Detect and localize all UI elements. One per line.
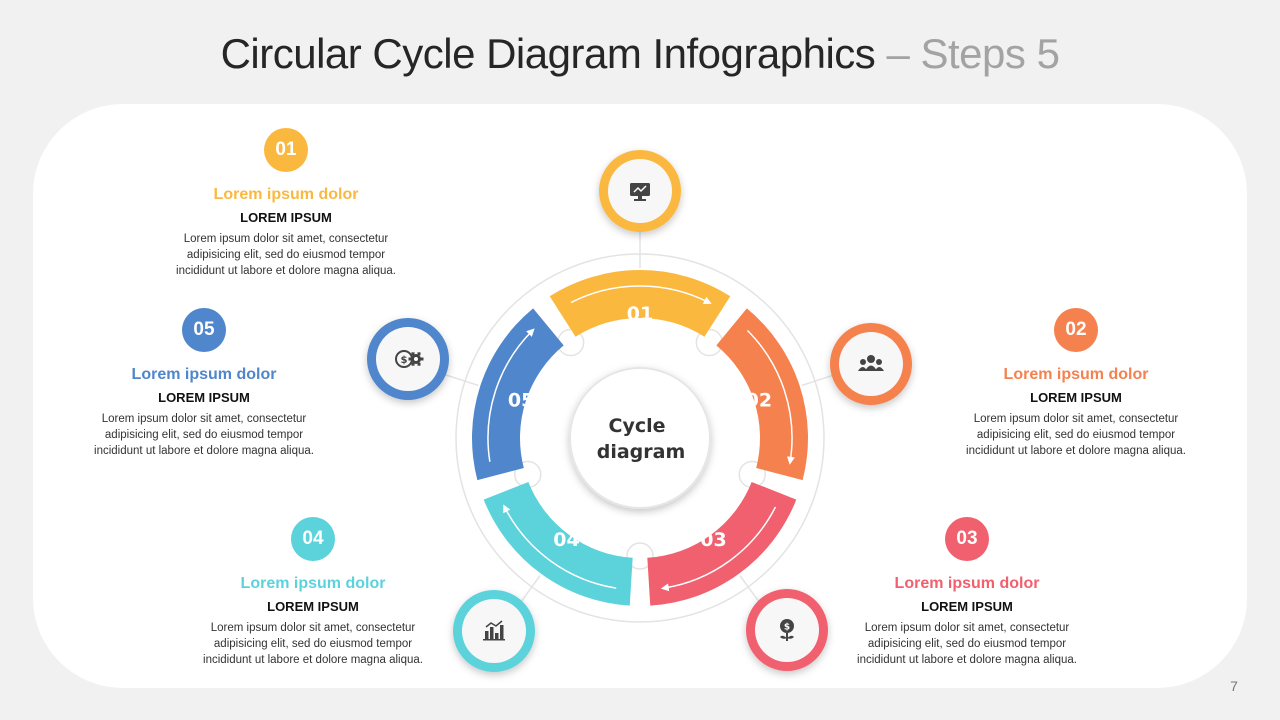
segment-3: 03 — [647, 481, 797, 606]
segment-1: 01 — [549, 270, 731, 337]
step-4-text-line: adipisicing elit, sed do eiusmod tempor — [213, 638, 413, 650]
segment-2-arrow — [746, 329, 795, 465]
title-main: Circular Cycle Diagram Infographics — [220, 30, 876, 77]
step-4-text-line: Lorem ipsum dolor sit amet, consectetur — [210, 622, 416, 634]
step-2-text-line: incididunt ut labore et dolore magna ali… — [966, 445, 1186, 457]
step-4-subheading: LOREM IPSUM — [267, 599, 359, 614]
segment-4: 04 — [483, 481, 633, 606]
step-1-badge: 01 — [264, 128, 308, 172]
segment-1-arrow — [570, 285, 712, 304]
money-plant-icon: $ — [746, 589, 828, 671]
step-5-subheading: LOREM IPSUM — [158, 390, 250, 405]
step-5-description: Lorem ipsum dolor sit amet, consectetur … — [64, 411, 344, 459]
step-5-heading: Lorem ipsum dolor — [131, 366, 277, 383]
segment-4-arrow — [503, 504, 617, 589]
center-label-line2: diagram — [597, 441, 686, 463]
title-subtitle: Steps 5 — [920, 30, 1060, 77]
segment-5-shape — [472, 308, 564, 481]
step-3-heading: Lorem ipsum dolor — [894, 575, 1040, 592]
title-dash: – — [875, 30, 921, 77]
step-5-text-line: adipisicing elit, sed do eiusmod tempor — [104, 429, 304, 441]
step-4-text-line: incididunt ut labore et dolore magna ali… — [203, 654, 423, 666]
segment-3-arrow — [660, 506, 777, 592]
step-2-badge: 02 — [1054, 308, 1098, 352]
step-3-description: Lorem ipsum dolor sit amet, consectetur … — [827, 620, 1107, 668]
step-3-text-line: incididunt ut labore et dolore magna ali… — [857, 654, 1077, 666]
step-1-subheading: LOREM IPSUM — [240, 210, 332, 225]
step-1-block: 01 Lorem ipsum dolor LOREM IPSUM Lorem i… — [146, 128, 426, 279]
step-3-text-line: adipisicing elit, sed do eiusmod tempor — [867, 638, 1067, 650]
segment-5-number: 05 — [508, 389, 534, 411]
step-5-text-line: incididunt ut labore et dolore magna ali… — [94, 445, 314, 457]
svg-text:$: $ — [784, 623, 790, 633]
segment-5: 05 — [472, 308, 564, 481]
segment-5-arrow — [487, 328, 535, 462]
center-label-line1: Cycle — [609, 415, 666, 437]
segment-1-number: 01 — [627, 303, 653, 325]
step-3-subheading: LOREM IPSUM — [921, 599, 1013, 614]
step-2-description: Lorem ipsum dolor sit amet, consectetur … — [936, 411, 1216, 459]
segment-4-number: 04 — [553, 529, 579, 551]
step-2-text-line: adipisicing elit, sed do eiusmod tempor — [976, 429, 1176, 441]
step-2-block: 02 Lorem ipsum dolor LOREM IPSUM Lorem i… — [936, 308, 1216, 459]
step-5-badge: 05 — [182, 308, 226, 352]
step-4-badge: 04 — [291, 517, 335, 561]
step-2-heading: Lorem ipsum dolor — [1003, 366, 1149, 383]
bar-chart-icon — [453, 590, 535, 672]
slide-title: Circular Cycle Diagram Infographics – St… — [0, 30, 1280, 78]
step-4-description: Lorem ipsum dolor sit amet, consectetur … — [173, 620, 453, 668]
step-5-block: 05 Lorem ipsum dolor LOREM IPSUM Lorem i… — [64, 308, 344, 459]
step-1-text-line: incididunt ut labore et dolore magna ali… — [176, 265, 396, 277]
segment-3-shape — [647, 481, 797, 606]
step-1-text-line: adipisicing elit, sed do eiusmod tempor — [186, 249, 386, 261]
step-4-heading: Lorem ipsum dolor — [240, 575, 386, 592]
page-number: 7 — [1230, 678, 1238, 694]
step-4-block: 04 Lorem ipsum dolor LOREM IPSUM Lorem i… — [173, 517, 453, 668]
segment-1-shape — [549, 270, 731, 337]
segment-4-shape — [483, 481, 633, 606]
step-2-subheading: LOREM IPSUM — [1030, 390, 1122, 405]
step-1-text-line: Lorem ipsum dolor sit amet, consectetur — [183, 233, 389, 245]
team-icon — [830, 323, 912, 405]
segment-2-number: 02 — [746, 389, 772, 411]
center-circle — [569, 367, 711, 509]
step-3-block: 03 Lorem ipsum dolor LOREM IPSUM Lorem i… — [827, 517, 1107, 668]
svg-text:$: $ — [401, 355, 408, 366]
money-gear-icon: $ — [367, 318, 449, 400]
segment-3-number: 03 — [700, 529, 726, 551]
step-5-text-line: Lorem ipsum dolor sit amet, consectetur — [101, 413, 307, 425]
segment-2-shape — [716, 308, 808, 481]
monitor-chart-icon — [599, 150, 681, 232]
step-1-heading: Lorem ipsum dolor — [213, 186, 359, 203]
step-1-description: Lorem ipsum dolor sit amet, consectetur … — [146, 231, 426, 279]
step-2-text-line: Lorem ipsum dolor sit amet, consectetur — [973, 413, 1179, 425]
step-3-text-line: Lorem ipsum dolor sit amet, consectetur — [864, 622, 1070, 634]
step-3-badge: 03 — [945, 517, 989, 561]
segment-2: 02 — [716, 308, 808, 481]
